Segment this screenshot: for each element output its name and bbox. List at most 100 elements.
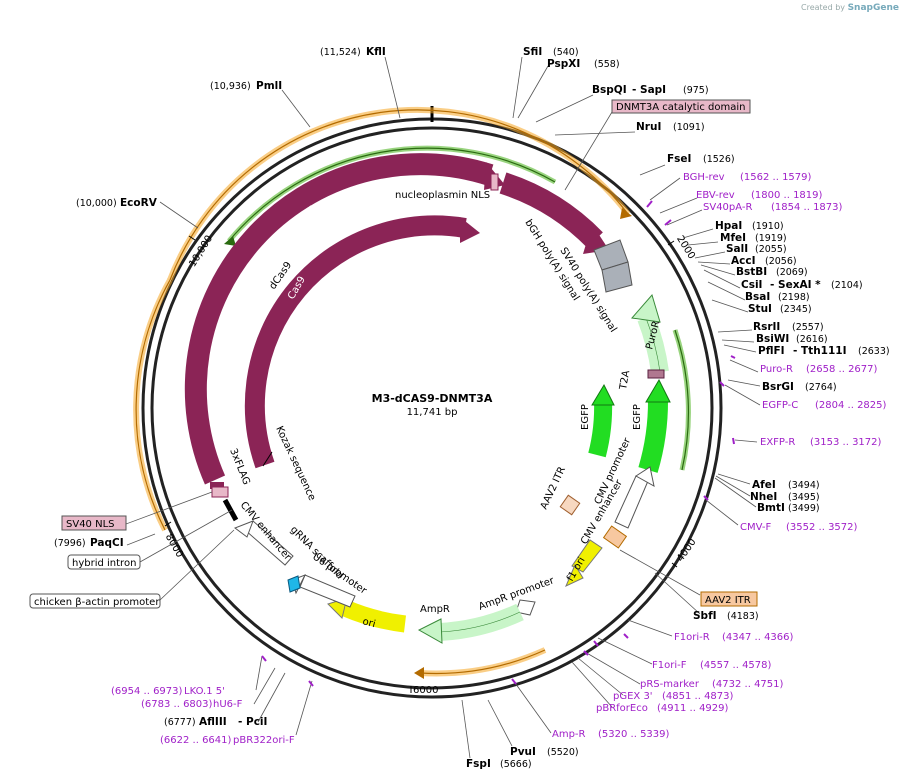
ebv-rev-name: EBV-rev (696, 190, 735, 201)
pbrforeco-name: pBRforEco (596, 703, 648, 714)
credit-prefix: Created by (801, 3, 846, 12)
ampr-arrowhead (417, 618, 443, 644)
primer-mark-amp-r (511, 678, 517, 685)
green-arc-top-arrowhead (224, 236, 236, 246)
nhei-pos: (3495) (788, 492, 820, 503)
f1ori-f-name: F1ori-F (652, 660, 687, 671)
leader-lko (255, 655, 263, 691)
primer-mark-egfp-c (719, 381, 725, 387)
egfp-inner-arrowhead (591, 383, 615, 406)
pvui-pos: (5520) (547, 747, 579, 758)
cas9-arc (244, 215, 467, 469)
leader-acci (697, 261, 731, 265)
label-kozak: Kozak sequence (273, 425, 317, 503)
cmv-left-arrowhead (233, 520, 254, 538)
bgh-rev-pos: (1562 .. 1579) (740, 172, 812, 183)
pmli-name: PmlI (256, 80, 282, 92)
bsiwi-pos: (2616) (796, 334, 828, 345)
nhei-name: NheI (750, 491, 777, 503)
chicken-actin-box (29, 593, 161, 609)
hu6f-pos: (6783 .. 6803) (141, 699, 213, 710)
tick-mark-4000 (671, 562, 678, 568)
bsiwi-name: BsiWI (756, 333, 789, 345)
plasmid-size: 11,741 bp (407, 407, 458, 418)
pcii-name: - PciI (238, 716, 267, 728)
label-nucleoplasmin-nls: nucleoplasmin NLS (395, 190, 490, 201)
primer-mark-pbr322 (308, 680, 314, 687)
label-egfp-outer: EGFP (632, 404, 643, 430)
exfp-r-pos: (3153 .. 3172) (810, 437, 882, 448)
cas9-arrowhead (460, 217, 480, 243)
aav2-itr-box (700, 591, 758, 607)
leader-sv40-nls (125, 491, 213, 525)
leader-f1ori-f (597, 637, 653, 665)
pvui-name: PvuI (510, 746, 536, 758)
tick-mark-8000 (164, 521, 172, 527)
acci-pos: (2056) (765, 256, 797, 267)
afei-pos: (3494) (788, 480, 820, 491)
pflfi-name: PflFI (758, 345, 785, 357)
leader-rsrii (717, 329, 753, 333)
leader-pspxi (517, 65, 549, 119)
csii-name: CsiI (741, 279, 762, 291)
prs-marker-name: pRS-marker (640, 679, 700, 690)
hpai-pos: (1910) (752, 221, 784, 232)
leader-bsrgi (727, 379, 761, 387)
snapgene-credit: Created by SnapGene (801, 3, 899, 13)
puror-arrowhead (631, 293, 661, 323)
acci-name: AccI (731, 255, 755, 267)
leader-fspi (461, 699, 471, 759)
leader-dnmt3a (564, 111, 613, 191)
egfp-c-pos: (2804 .. 2825) (815, 400, 887, 411)
label-3xflag: 3xFLAG (227, 447, 252, 487)
cmv-f-name: CMV-F (740, 522, 771, 533)
fsei-pos: (1526) (703, 154, 735, 165)
dcas9-arc (184, 153, 494, 485)
pbrforeco-pos: (4911 .. 4929) (657, 703, 729, 714)
ecorv-pos: (10,000) (76, 198, 117, 209)
label-ori: ori (361, 616, 376, 630)
leader-ebv-rev (659, 197, 698, 214)
pbr322-pos: (6622 .. 6641) (160, 735, 232, 746)
t2a-marker (647, 369, 665, 379)
hybrid-intron-label: hybrid intron (72, 558, 136, 569)
leader-pgex3 (577, 657, 624, 696)
primer-mark-puro-r (730, 355, 736, 359)
ori-arc (341, 600, 407, 633)
leader-aav2-itr-box (619, 549, 701, 596)
label-egfp-inner: EGFP (580, 404, 591, 430)
dnmt3a-box (611, 99, 751, 114)
leader-pmli (281, 89, 311, 128)
prs-marker-pos: (4732 .. 4751) (712, 679, 784, 690)
bstbi-pos: (2069) (776, 267, 808, 278)
pspxi-pos: (558) (594, 59, 620, 70)
primer-mark-prs (583, 650, 589, 656)
green-arc-right-line (674, 329, 689, 471)
leader-pvui (487, 699, 513, 747)
egfp-outer-arc (638, 399, 669, 473)
plasmid-name: M3-dCAS9-DNMT3A (372, 392, 493, 405)
leader-nhei (715, 475, 751, 497)
leader-bmti (714, 477, 757, 508)
primer-mark-bgh-rev (646, 200, 653, 208)
tick-mark-2000 (667, 240, 675, 246)
puro-r-name: Puro-R (760, 364, 793, 375)
sv40pa-r-name: SV40pA-R (703, 202, 752, 213)
leader-amp-r (512, 679, 552, 734)
tth111i-pos: (2633) (858, 346, 890, 357)
left-orange-arc-line (135, 279, 171, 531)
sfii-name: SfiI (523, 46, 542, 58)
leader-f1ori-r (627, 619, 673, 637)
rsrii-pos: (2557) (792, 322, 824, 333)
sali-pos: (2055) (755, 244, 787, 255)
leader-sbfi (654, 572, 701, 615)
leader-bgh-rev (649, 177, 681, 201)
nrui-pos: (1091) (673, 122, 705, 133)
bsrgi-pos: (2764) (805, 382, 837, 393)
leader-sali (694, 251, 726, 259)
leader-chicken-actin (159, 529, 235, 601)
leader-nrui (554, 131, 636, 136)
afei-name: AfeI (752, 479, 776, 491)
outer-orange-arrowhead (620, 208, 632, 219)
paqci-name: PaqCI (90, 537, 124, 549)
